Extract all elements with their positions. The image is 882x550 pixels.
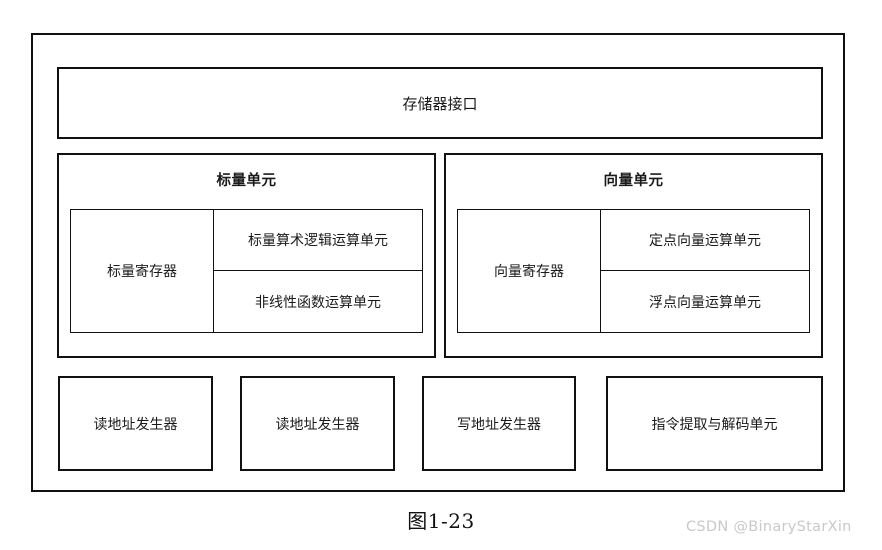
instruction-fetch-decode-block: 指令提取与解码单元 [606, 376, 823, 471]
read-address-generator-2-block: 读地址发生器 [240, 376, 395, 471]
write-address-generator-block: 写地址发生器 [422, 376, 576, 471]
vector-floatingpoint-cell: 浮点向量运算单元 [649, 294, 761, 311]
scalar-ops-column: 标量算术逻辑运算单元 非线性函数运算单元 [214, 210, 422, 332]
scalar-unit-panel: 标量单元 标量寄存器 标量算术逻辑运算单元 非线性函数运算单元 [57, 153, 436, 358]
diagram-outer-frame: 存储器接口 标量单元 标量寄存器 标量算术逻辑运算单元 非线性函数运算单元 向量… [31, 33, 845, 492]
memory-interface-block: 存储器接口 [57, 67, 823, 139]
vector-unit-panel: 向量单元 向量寄存器 定点向量运算单元 浮点向量运算单元 [444, 153, 823, 358]
scalar-nonlinear-cell: 非线性函数运算单元 [255, 294, 381, 311]
read-address-generator-1-block: 读地址发生器 [58, 376, 213, 471]
scalar-unit-title: 标量单元 [216, 173, 277, 189]
figure-caption: 图1-23 [407, 509, 475, 533]
read-address-generator-1-label: 读地址发生器 [93, 416, 178, 433]
vector-register-cell: 向量寄存器 [458, 210, 601, 332]
scalar-register-cell: 标量寄存器 [71, 210, 214, 332]
vector-fixedpoint-cell: 定点向量运算单元 [601, 210, 809, 271]
scalar-unit-inner-grid: 标量寄存器 标量算术逻辑运算单元 非线性函数运算单元 [70, 209, 423, 333]
memory-interface-label: 存储器接口 [402, 94, 478, 113]
vector-unit-title: 向量单元 [603, 173, 664, 189]
instruction-fetch-decode-label: 指令提取与解码单元 [651, 416, 778, 433]
vector-ops-column: 定点向量运算单元 浮点向量运算单元 [601, 210, 809, 332]
csdn-watermark: CSDN @BinaryStarXin [686, 519, 852, 535]
scalar-alu-cell: 标量算术逻辑运算单元 [214, 210, 422, 271]
write-address-generator-label: 写地址发生器 [457, 416, 541, 433]
vector-unit-inner-grid: 向量寄存器 定点向量运算单元 浮点向量运算单元 [457, 209, 810, 333]
read-address-generator-2-label: 读地址发生器 [275, 416, 360, 433]
